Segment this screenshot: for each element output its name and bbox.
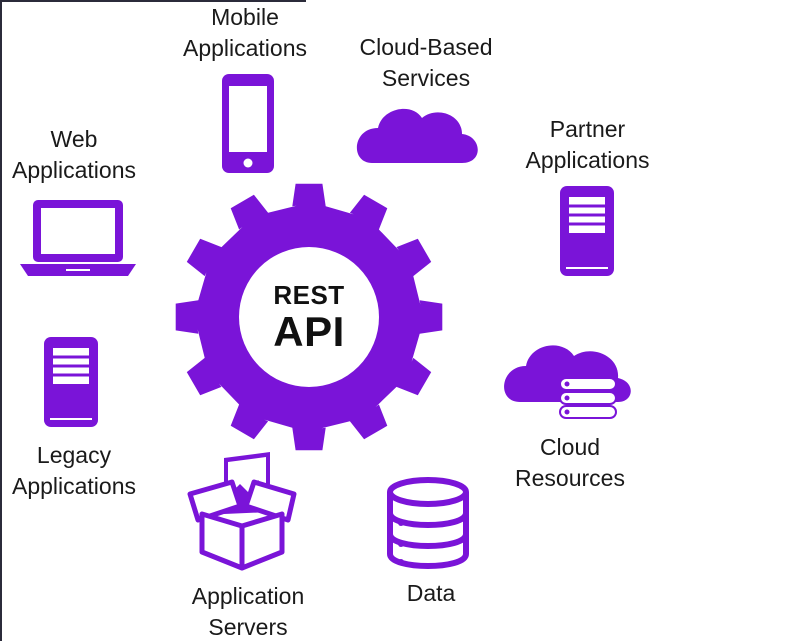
label-line: Services: [381, 65, 471, 91]
label-line: Partner: [549, 116, 626, 142]
label-legacy-applications: Legacy Applications: [2, 440, 146, 502]
label-line: Servers: [208, 614, 288, 640]
label-line: Mobile: [211, 4, 279, 30]
label-cloud-resources: Cloud Resources: [505, 432, 635, 494]
label-line: Applications: [182, 35, 308, 61]
open-box-icon: [187, 452, 297, 571]
laptop-icon: [20, 200, 136, 276]
label-line: Data: [406, 580, 456, 606]
server-tower-icon: [560, 186, 614, 276]
label-data: Data: [386, 578, 476, 609]
label-line: Applications: [11, 473, 137, 499]
gear-center: [239, 247, 379, 387]
label-line: Applications: [525, 147, 650, 173]
cloud-icon: [356, 108, 478, 163]
label-line: Web: [50, 126, 98, 152]
database-dots: [398, 520, 404, 565]
database-icon: [387, 477, 469, 569]
label-cloud-based-services: Cloud-Based Services: [346, 32, 506, 94]
gear-icon: [175, 183, 443, 451]
frame-left-border: [0, 0, 2, 641]
frame-top-border: [0, 0, 306, 2]
smartphone-icon: [222, 74, 274, 173]
label-line: Applications: [11, 157, 137, 183]
label-line: Application: [191, 583, 305, 609]
label-mobile-applications: Mobile Applications: [175, 2, 315, 64]
label-line: Cloud-Based: [359, 34, 493, 60]
label-line: Resources: [515, 465, 625, 491]
server-tower-icon: [44, 337, 98, 427]
label-partner-applications: Partner Applications: [515, 114, 660, 176]
label-web-applications: Web Applications: [2, 124, 146, 186]
cloud-storage-icon: [504, 345, 631, 419]
label-application-servers: Application Servers: [178, 581, 318, 643]
label-line: Cloud: [539, 434, 601, 460]
label-line: Legacy: [36, 442, 112, 468]
